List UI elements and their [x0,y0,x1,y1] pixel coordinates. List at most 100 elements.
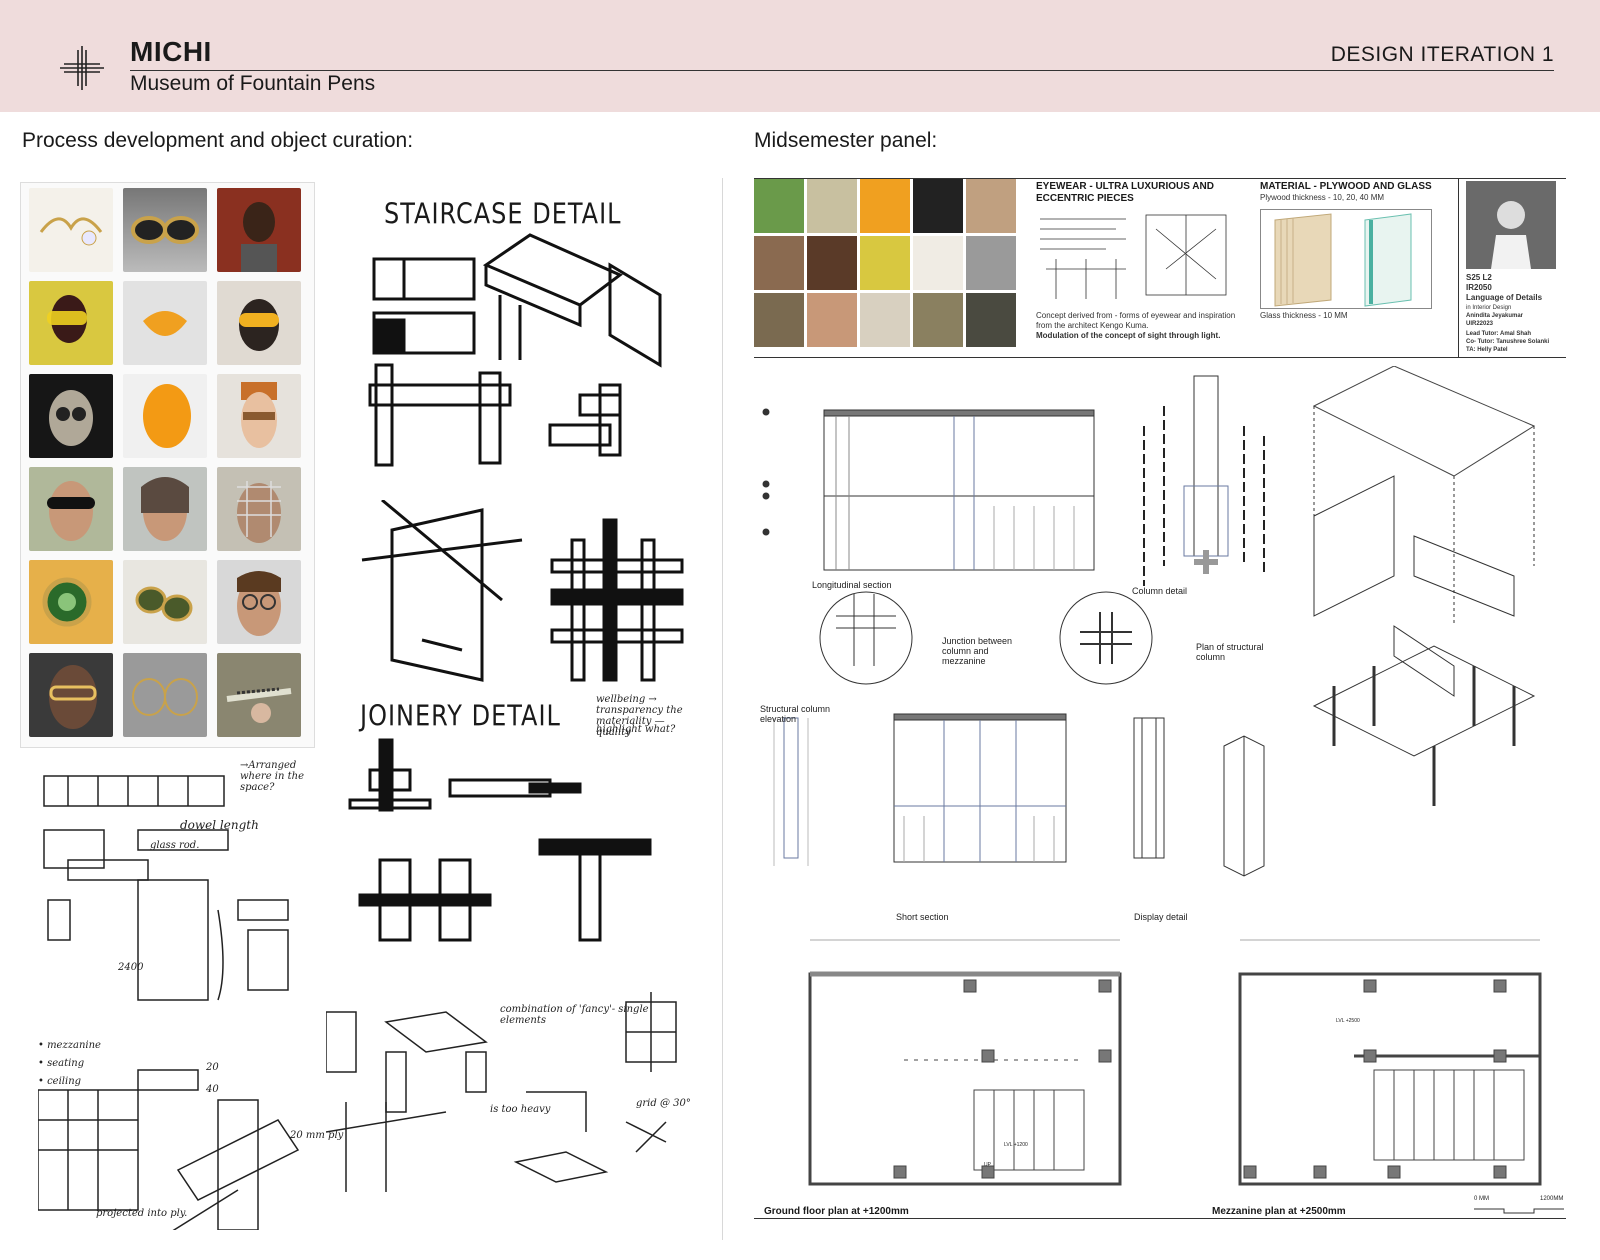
folding-sunglasses-icon [123,560,207,644]
student-id: UIR22023 [1466,321,1494,327]
plans-baseline [754,1218,1566,1219]
note-highlight: highlight what? [596,724,676,735]
technical-drawings [762,366,1536,877]
hand-held-glasses-icon [217,653,301,737]
eyewear-thumb [966,179,1016,233]
scale-bar-icon [1474,1208,1564,1214]
eyewear-thumb [807,293,857,347]
eyewear-thumb [754,236,804,290]
note-20: 20 [206,1062,219,1073]
eyewear-thumb [860,236,910,290]
eyewear-thumb [913,236,963,290]
display-detail-label: Display detail [1134,912,1188,922]
header-bar: MICHI Museum of Fountain Pens DESIGN ITE… [0,0,1600,112]
student-name: Anindita Jeyakumar [1466,313,1524,319]
material-samples-icon [1274,213,1412,307]
orange-lens-icon [123,281,207,365]
co-tutor: Co- Tutor: Tanushree Solanki [1466,339,1550,345]
note-mezzanine: • mezzanine [38,1040,101,1051]
scale-start-label: 0 MM [1474,1196,1489,1202]
eyewear-thumb [807,236,857,290]
eyewear-heading: EYEWEAR - ULTRA LUXURIOUS AND ECCENTRIC … [1036,181,1214,204]
yellow-goggles-icon [217,281,301,365]
material-sample-box [1260,209,1432,309]
ground-up-label: UP [984,1162,991,1168]
note-dimension: 2400 [118,962,144,973]
eyewear-thumb [860,179,910,233]
material-heading: MATERIAL - PLYWOOD AND GLASS [1260,181,1432,192]
column-detail-label: Column detail [1132,586,1188,596]
glass-thickness: Glass thickness - 10 MM [1260,311,1348,320]
mezzanine-level-label: LVL +2500 [1336,1018,1360,1024]
note-projected: projected into ply. [96,1208,188,1219]
cage-mask-icon [217,467,301,551]
course-sub: in Interior Design [1466,305,1512,311]
eyewear-moodboard [20,182,315,748]
note-40: 40 [206,1084,219,1095]
left-section-heading: Process development and object curation: [22,129,414,152]
note-seating: • seating [38,1058,85,1069]
note-dowel: dowel length [180,818,259,832]
staircase-sketch [368,233,662,467]
longitudinal-section-label: Longitudinal section [812,580,892,590]
gold-sunglasses-icon [123,188,207,272]
mezzanine-plan-title: Mezzanine plan at +2500mm [1212,1206,1346,1217]
ground-level-label: LVL +1200 [1004,1142,1028,1148]
concept-text-bold: Modulation of the concept of sight throu… [1036,331,1221,340]
eyewear-thumb [966,236,1016,290]
eyewear-grid [754,179,1016,357]
wire-eyewear-icon [29,188,113,272]
note-materiality: wellbeing → transparency the materiality… [596,694,683,738]
iteration-label: DESIGN ITERATION 1 [1330,43,1554,66]
ground-plan-title: Ground floor plan at +1200mm [764,1206,909,1217]
teaching-assistant: TA: Helly Patel [1466,347,1508,353]
concept-text: Concept derived from - forms of eyewear … [1036,311,1236,330]
course-code: S25 L2 [1466,273,1492,282]
orange-mask-icon [123,374,207,458]
joinery-sketch [348,738,652,942]
column-divider [722,178,723,1240]
strip-divider [1458,179,1459,357]
column-cross-sketch [361,500,684,682]
eyewear-thumb [807,179,857,233]
eyewear-thumb [913,293,963,347]
student-photo-icon [1466,181,1556,269]
floor-plans [808,939,1542,1186]
concept-sketch [1040,214,1227,299]
course-name: Language of Details [1466,293,1543,302]
eyewear-thumb [913,179,963,233]
yellow-visor-icon [29,281,113,365]
eyewear-thumb [860,293,910,347]
structural-elevation-label: Structural column elevation [760,704,831,724]
hair-covered-face-icon [123,467,207,551]
mixed-sketches [326,992,677,1192]
page-subtitle: Museum of Fountain Pens [130,72,376,95]
joinery-detail-title: JOINERY DETAIL [360,699,561,733]
plan-column-label: Plan of structural column [1196,642,1264,662]
lead-tutor: Lead Tutor: Amal Shah [1466,331,1532,337]
round-glasses-icon [217,560,301,644]
model-portrait-icon [217,188,301,272]
note-grid: grid @ 30° [636,1098,691,1109]
dark-shades-icon [29,467,113,551]
course-id: IR2050 [1466,283,1492,292]
eyelash-glasses-icon [217,374,301,458]
header-rule [130,70,1554,71]
process-sketches [38,775,300,1230]
eyewear-thumb [754,179,804,233]
page-title: MICHI [130,36,212,67]
gold-frame-icon [123,653,207,737]
eyewear-thumb [966,293,1016,347]
plywood-thickness: Plywood thickness - 10, 20, 40 MM [1260,193,1385,202]
eyewear-thumb [754,293,804,347]
short-section-label: Short section [896,912,949,922]
right-section-heading: Midsemester panel: [754,129,938,152]
midsemester-strip: EYEWEAR - ULTRA LUXURIOUS AND ECCENTRIC … [754,178,1566,358]
note-glass: glass rod. [150,840,200,851]
note-combination: combination of 'fancy'- single elements [500,1004,649,1026]
green-monocle-icon [29,560,113,644]
skull-mask-icon [29,374,113,458]
cross-logo-icon [60,46,104,90]
scale-end-label: 1200MM [1540,1196,1564,1202]
note-heavy: is too heavy [490,1104,551,1115]
